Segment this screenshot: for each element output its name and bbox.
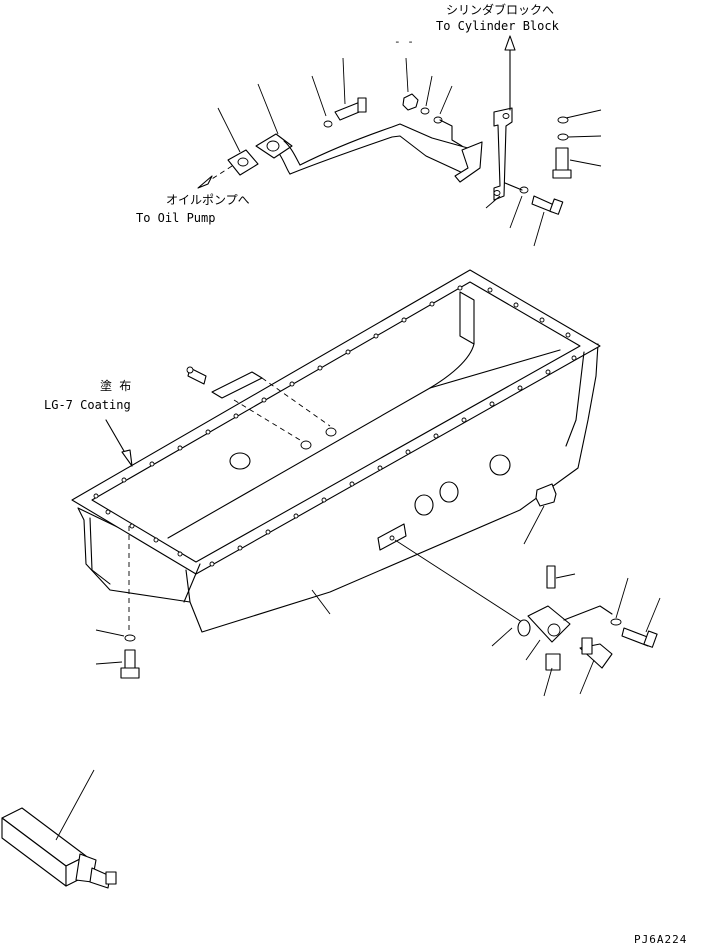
label-coating-en: LG-7 Coating xyxy=(44,398,131,412)
flange-bolt-holes xyxy=(93,285,577,567)
label-coating-jp: 塗 布 xyxy=(100,378,131,393)
oil-pan-flange xyxy=(71,269,601,575)
label-to-cylinder-block-jp: シリンダブロックへ xyxy=(446,2,554,17)
coating-arrow-head xyxy=(121,449,133,467)
label-to-oil-pump-en: To Oil Pump xyxy=(136,211,215,225)
drain-plug xyxy=(523,483,557,545)
arrow-head-up xyxy=(504,35,516,51)
oil-level-tube xyxy=(1,769,117,889)
pan-bolts-left xyxy=(95,526,140,679)
label-to-cylinder-block-en: To Cylinder Block xyxy=(436,19,560,33)
pan-plug-left xyxy=(186,366,207,385)
suction-pipe xyxy=(255,123,483,183)
oil-pan-ports xyxy=(229,427,511,551)
gasket xyxy=(227,149,259,176)
label-to-oil-pump-jp: オイルポンプへ xyxy=(166,193,250,207)
plate-indicator xyxy=(211,371,331,441)
leader-lines-top xyxy=(217,57,602,247)
level-gauge-bracket xyxy=(311,539,661,697)
label-dash-mark: - - xyxy=(394,35,414,48)
suction-pipe-assembly xyxy=(197,35,602,247)
arrow-head-down-left xyxy=(197,175,213,189)
pipe-nut xyxy=(402,93,463,147)
oil-pan xyxy=(71,269,601,633)
bracket-hardware xyxy=(504,116,572,215)
pipe-bolt xyxy=(323,97,367,128)
pipe-bracket xyxy=(493,107,513,201)
drawing-code: PJ6A224 xyxy=(634,933,687,946)
